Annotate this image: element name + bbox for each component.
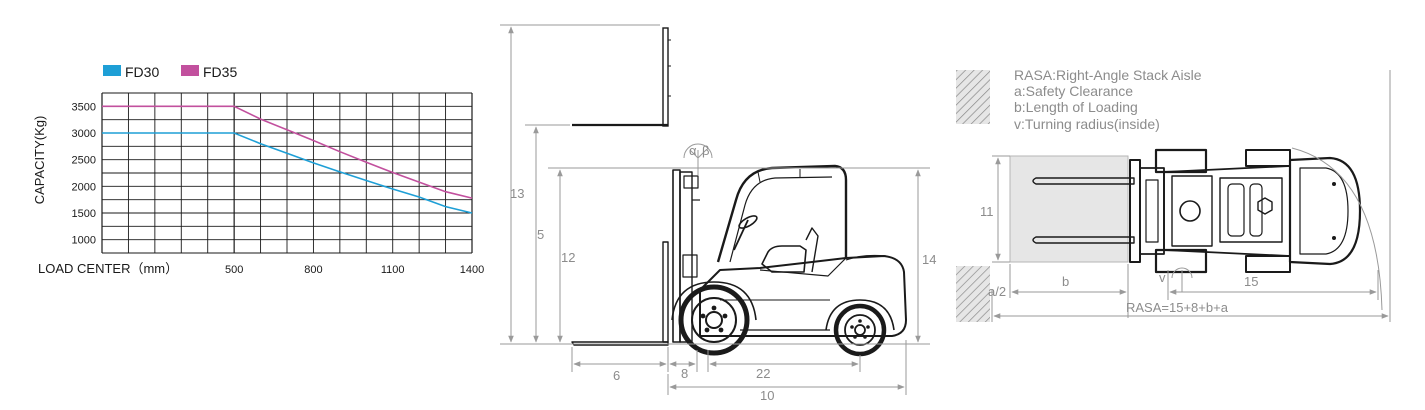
raised-fork-drawing — [572, 27, 671, 127]
side-view-dimensions: 13 5 12 14 6 8 22 10 — [500, 24, 936, 403]
hatch-block-bottom — [956, 266, 990, 322]
dim-label-15: 15 — [1244, 274, 1258, 289]
rasa-legend-line-v: v:Turning radius(inside) — [1014, 116, 1160, 132]
x-tick-labels: 500 800 1100 1400 — [225, 264, 484, 276]
capacity-chart: FD30 FD35 CAPACITY(Kg) LOAD CENTER（mm） 1… — [32, 64, 484, 276]
legend-label-fd35: FD35 — [203, 64, 237, 80]
x-tick-label: 500 — [225, 264, 243, 276]
dim-label-12: 12 — [561, 250, 575, 265]
y-tick-label: 1000 — [72, 235, 96, 247]
y-tick-label: 1500 — [72, 208, 96, 220]
series-line-fd35 — [102, 105, 473, 199]
legend-swatch-fd35 — [181, 65, 199, 76]
legend-swatch-fd30 — [103, 65, 121, 76]
chart-grid — [101, 92, 473, 254]
tilt-angle-indicator: α β — [683, 143, 713, 175]
dim-label-11: 11 — [980, 204, 994, 219]
rasa-legend-line-a: a:Safety Clearance — [1014, 83, 1133, 99]
hatch-block-top — [956, 70, 990, 124]
y-tick-label: 3000 — [72, 128, 96, 140]
x-tick-label: 800 — [304, 264, 322, 276]
dim-label-v: v — [1159, 270, 1166, 285]
x-tick-label: 1400 — [460, 264, 484, 276]
forklift-top-drawing — [1032, 148, 1362, 274]
dim-label-14: 14 — [922, 252, 936, 267]
y-tick-label: 2000 — [72, 181, 96, 193]
y-tick-labels: 1000 1500 2000 2500 3000 3500 — [72, 101, 96, 246]
rasa-legend: RASA:Right-Angle Stack Aisle a:Safety Cl… — [1014, 67, 1202, 132]
dim-label-5: 5 — [537, 227, 544, 242]
dim-label-b: b — [1062, 274, 1069, 289]
y-axis-label: CAPACITY(Kg) — [32, 116, 47, 205]
load-box — [1009, 155, 1129, 263]
dim-label-rasa: RASA=15+8+b+a — [1126, 300, 1229, 315]
tilt-alpha-label: α — [689, 143, 697, 158]
legend-label-fd30: FD30 — [125, 64, 159, 80]
tilt-beta-label: β — [702, 143, 709, 158]
x-axis-label: LOAD CENTER（mm） — [38, 261, 178, 276]
chart-series — [102, 105, 473, 214]
rasa-legend-title: RASA:Right-Angle Stack Aisle — [1014, 67, 1202, 83]
dim-label-8: 8 — [681, 366, 688, 381]
chart-legend: FD30 FD35 — [103, 64, 237, 80]
y-tick-label: 2500 — [72, 155, 96, 167]
dim-label-13: 13 — [510, 186, 524, 201]
y-tick-label: 3500 — [72, 101, 96, 113]
series-line-fd30 — [102, 132, 473, 214]
dim-label-10: 10 — [760, 388, 774, 403]
rasa-legend-line-b: b:Length of Loading — [1014, 99, 1138, 115]
side-view-drawing: α β — [500, 24, 936, 403]
dim-label-a2: a/2 — [988, 284, 1006, 299]
x-tick-label: 1100 — [381, 264, 405, 276]
dim-label-22: 22 — [756, 366, 770, 381]
dim-label-6: 6 — [613, 368, 620, 383]
top-view-dimensions: 11 b 15 v a/2 RASA=15+8+b+a — [980, 70, 1391, 322]
top-view-drawing: RASA:Right-Angle Stack Aisle a:Safety Cl… — [956, 67, 1391, 322]
forklift-side-drawing — [571, 164, 907, 357]
